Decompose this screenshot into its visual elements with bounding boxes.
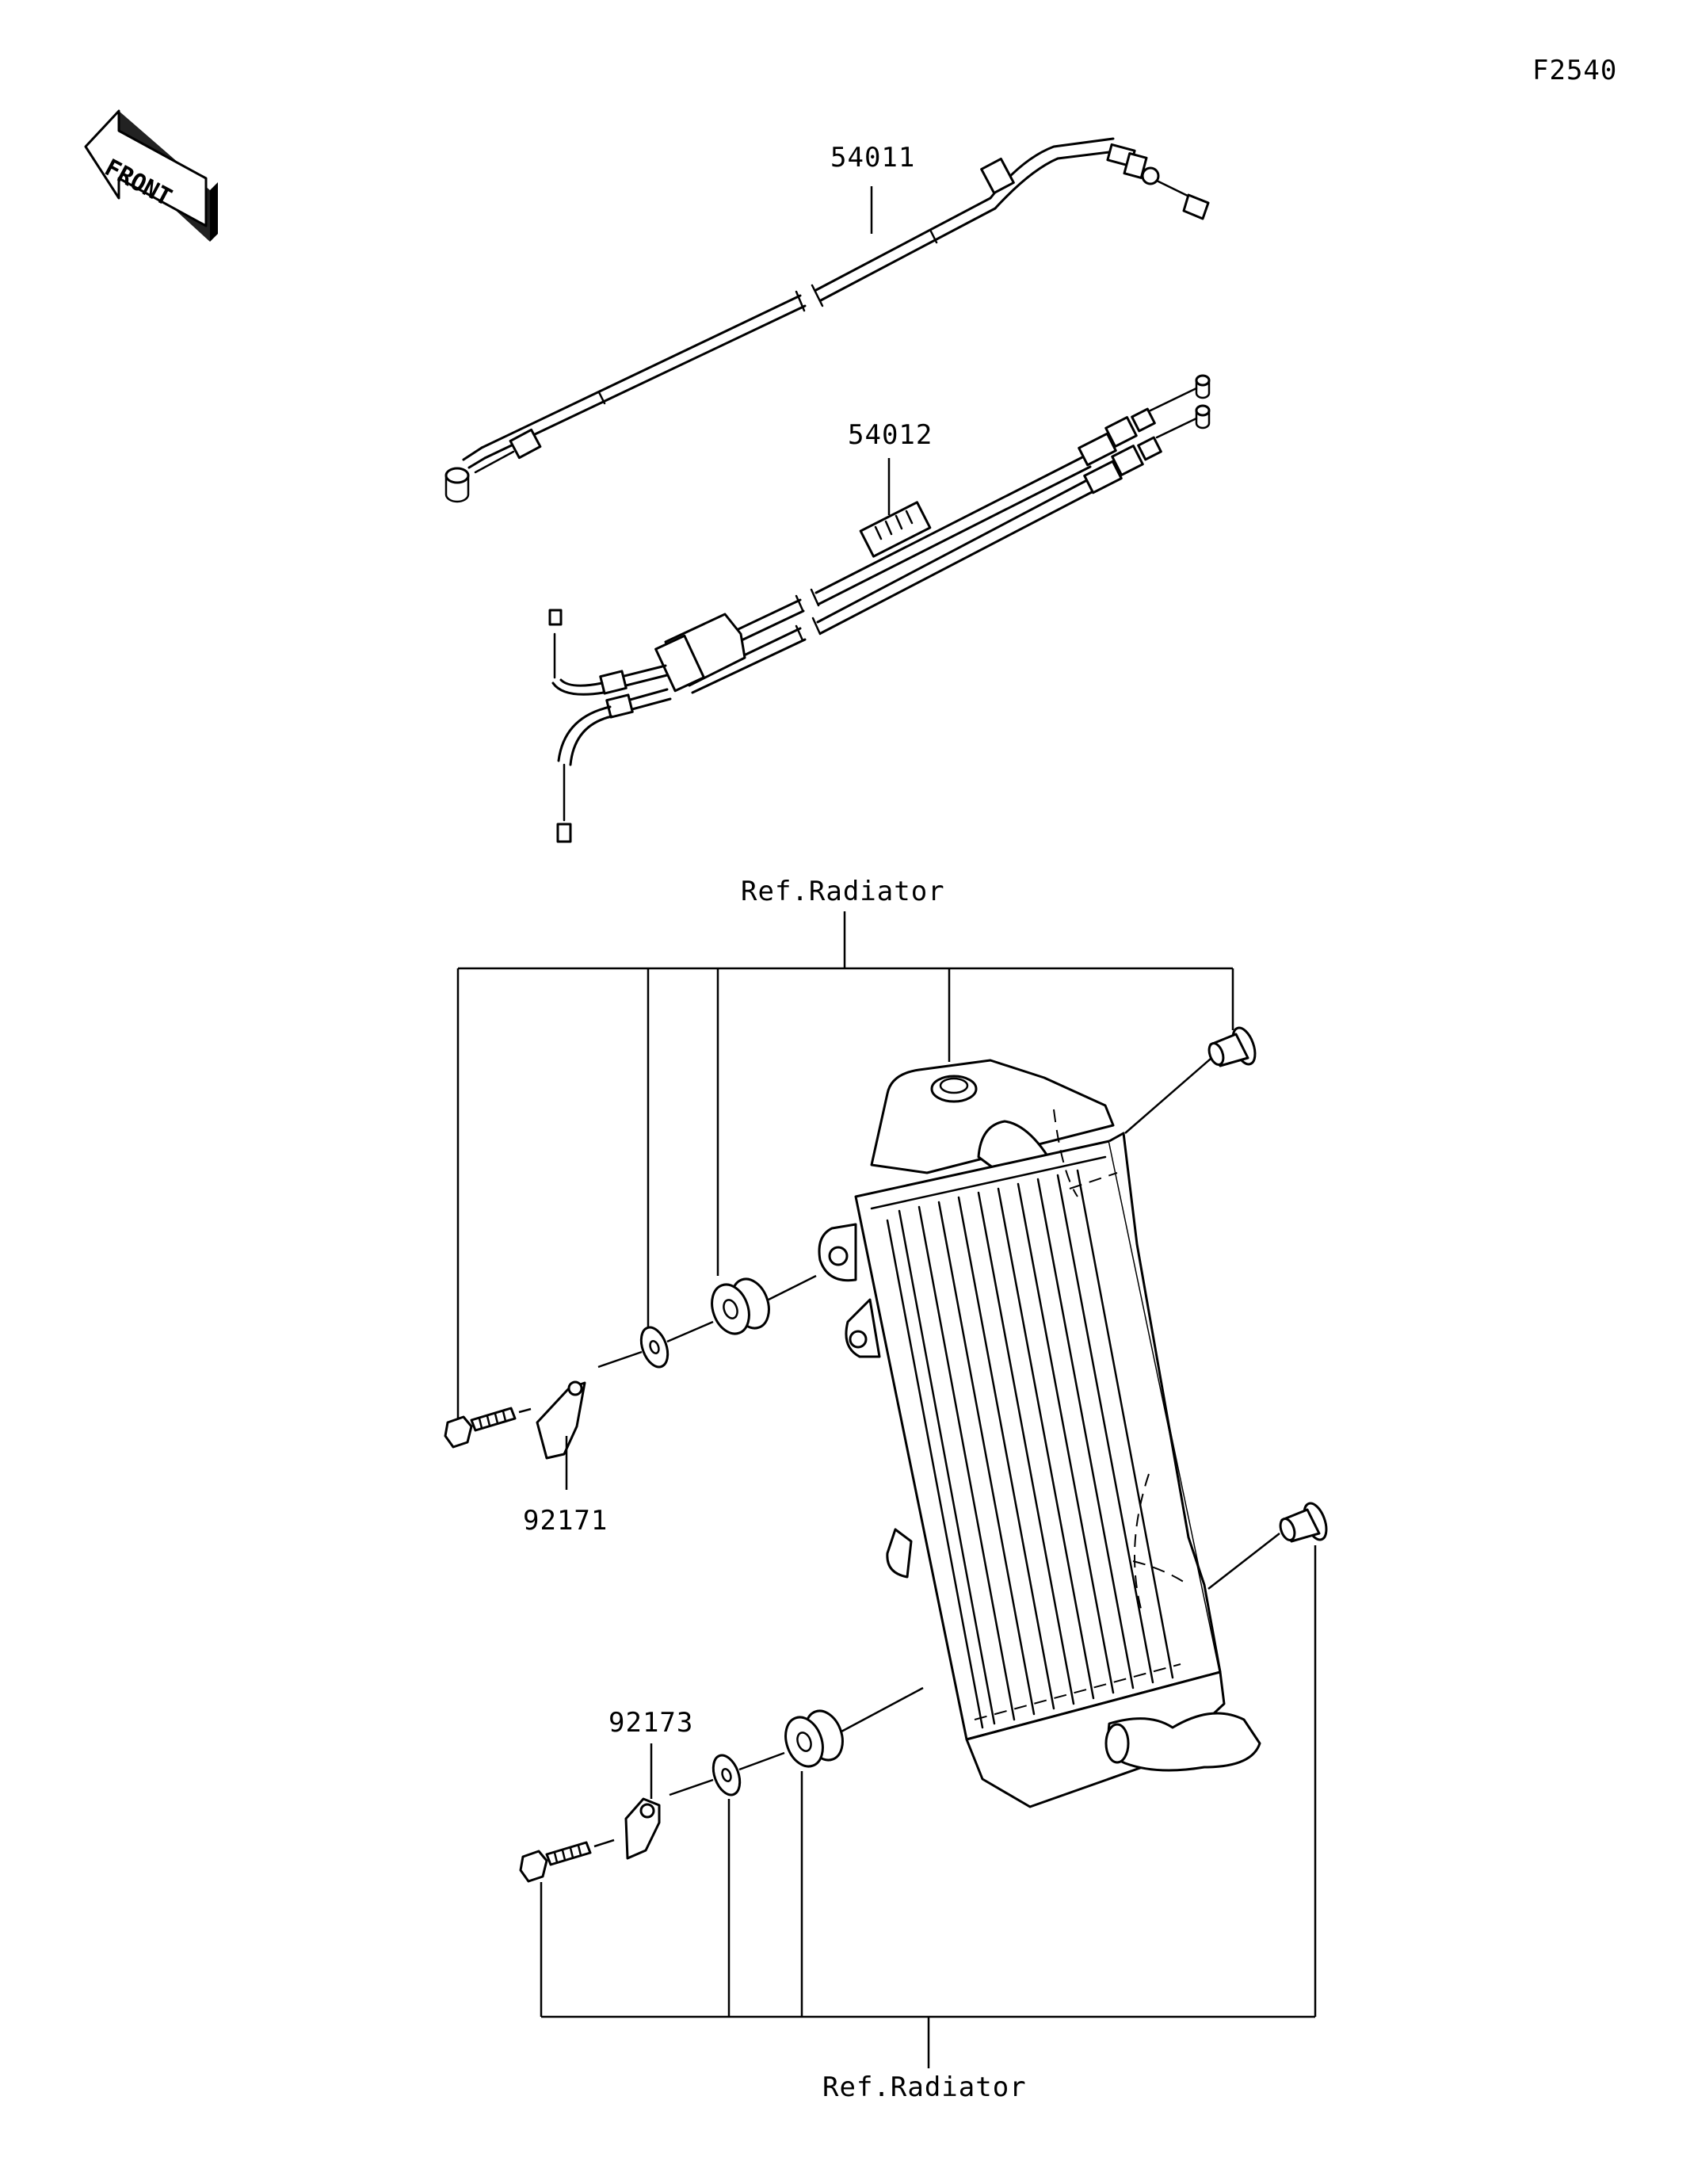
throttle-cable-54011: 54011 <box>444 137 1210 503</box>
ref-radiator-upper-bracket: Ref.Radiator <box>456 876 1234 1418</box>
ref-radiator-upper-label: Ref.Radiator <box>741 876 945 907</box>
throttle-cable-set-54012: 54012 <box>548 374 1211 843</box>
ref-radiator-lower-bracket: Ref.Radiator <box>540 1545 1317 2103</box>
radiator <box>818 1059 1261 1808</box>
front-arrow-icon: FRONT <box>84 109 218 242</box>
part-label-54012: 54012 <box>848 419 933 451</box>
lower-mount-hardware: 92173 <box>519 1502 1328 1883</box>
ref-radiator-lower-label: Ref.Radiator <box>822 2071 1027 2103</box>
part-label-92173: 92173 <box>608 1707 693 1739</box>
figure-code: F2540 <box>1532 55 1617 86</box>
part-label-54011: 54011 <box>830 142 915 174</box>
upper-mount-hardware: 92171 <box>444 1026 1257 1537</box>
part-label-92171: 92171 <box>523 1505 608 1537</box>
